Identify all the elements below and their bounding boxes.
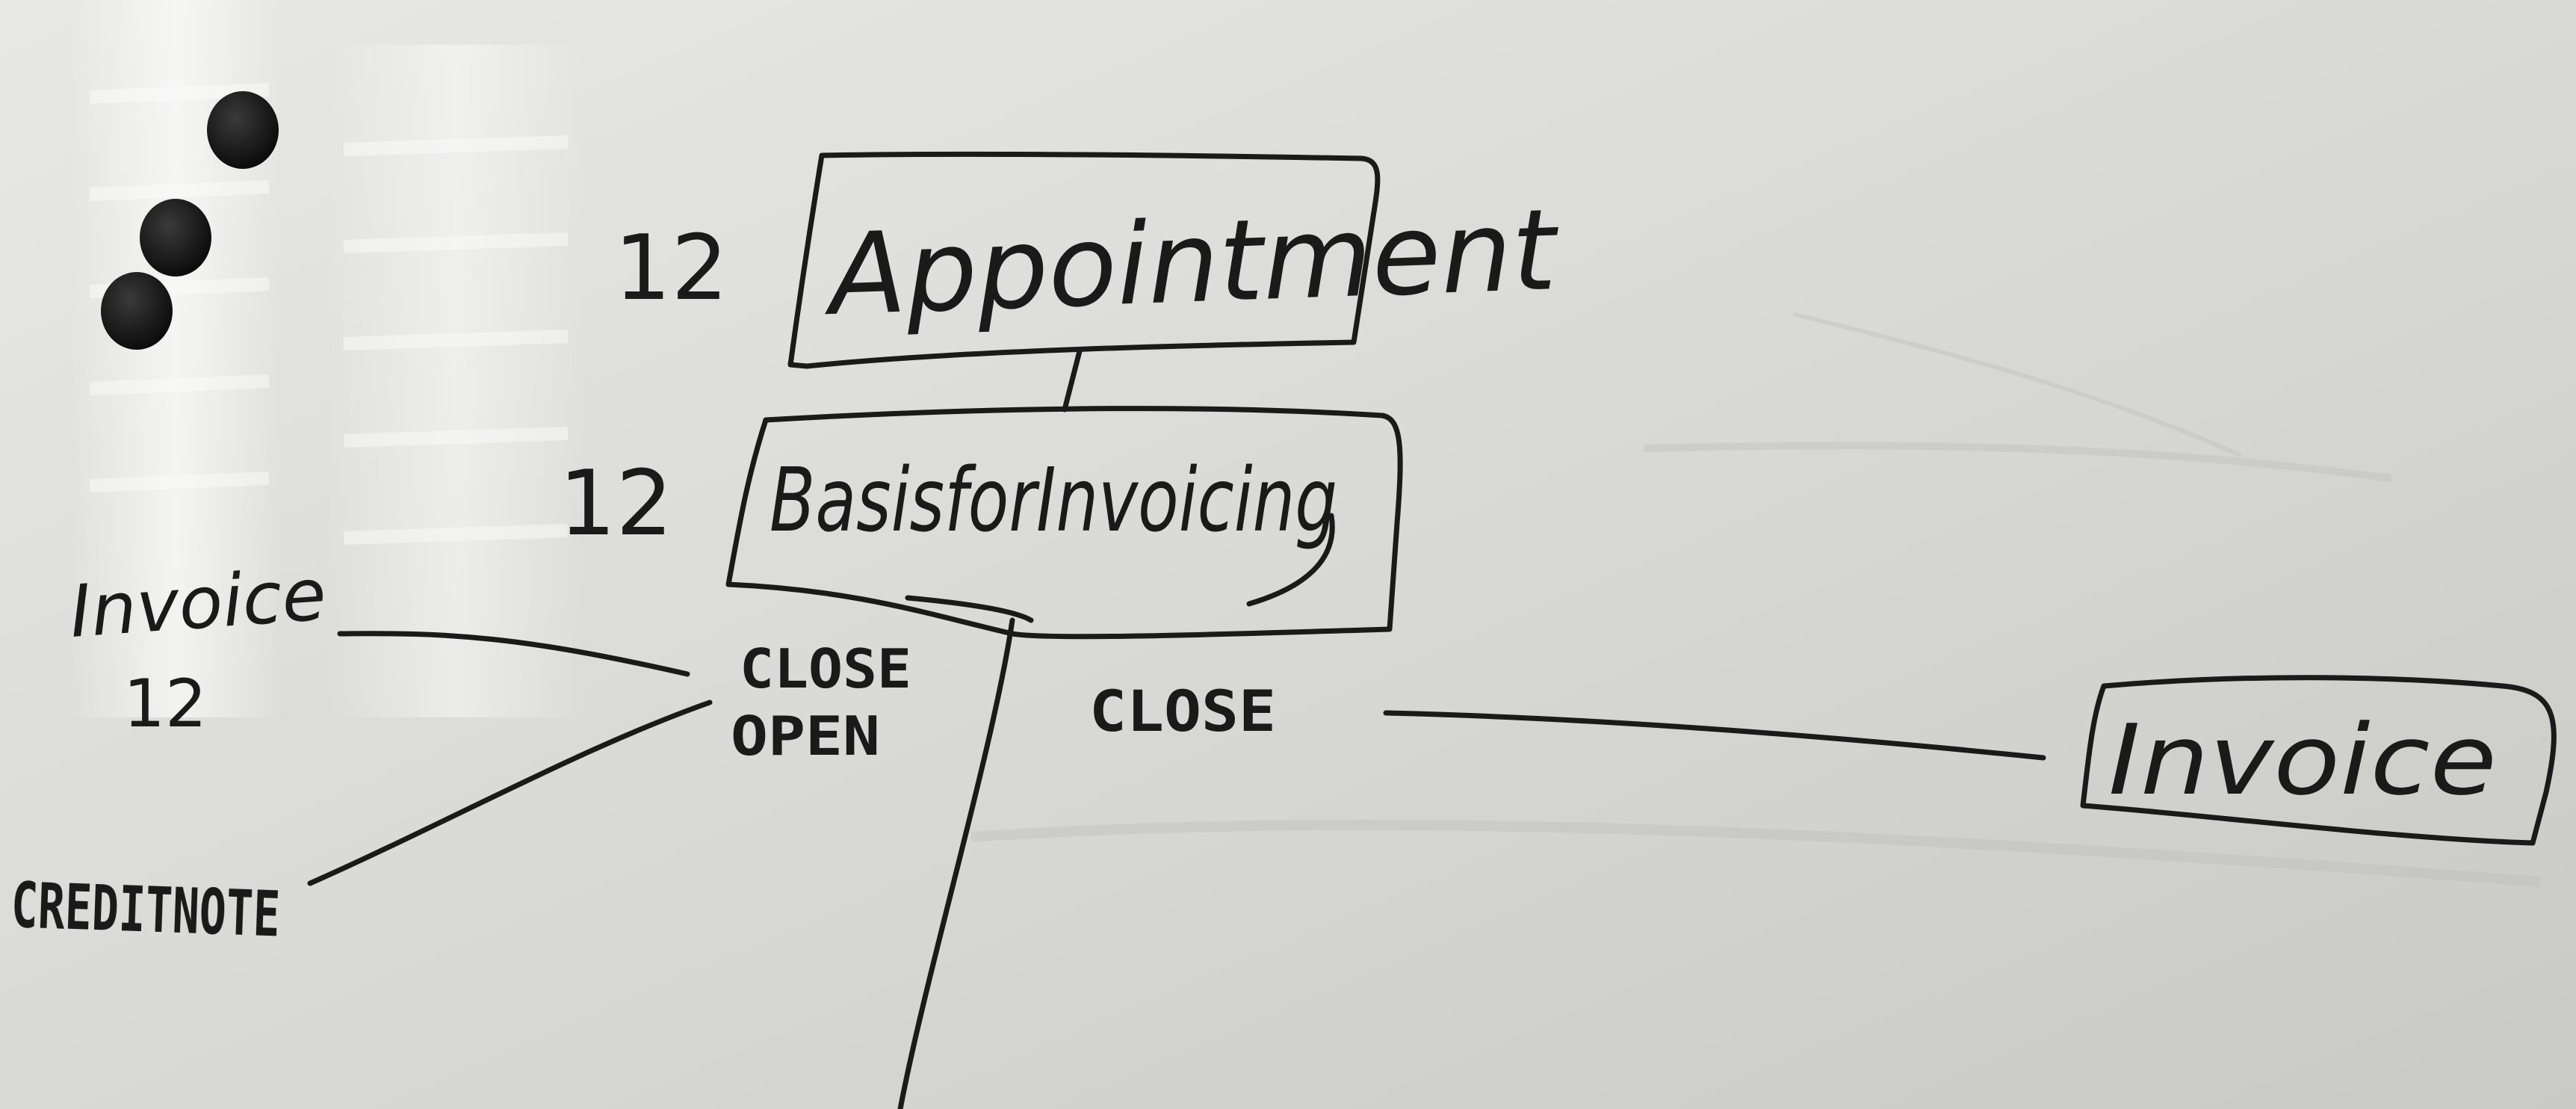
appointment-box — [787, 151, 1381, 369]
basis-box — [725, 406, 1403, 640]
creditnote-label: CREDITNOTE — [10, 868, 281, 951]
invoice-left-label: Invoice — [67, 552, 329, 654]
magnets — [101, 91, 279, 350]
basis-multiplicity: 12 — [559, 452, 673, 556]
creditnote-connector — [307, 699, 713, 886]
invoice-box — [2080, 675, 2557, 846]
invoice-box-title: Invoice — [2108, 703, 2497, 817]
basis-underline — [905, 595, 1034, 623]
open-left-label: OPEN — [731, 705, 880, 767]
magnet-icon — [140, 199, 211, 277]
close-left-label: CLOSE — [740, 637, 911, 700]
appointment-basis-connector — [1062, 348, 1083, 413]
invoice-left-multiplicity: 12 — [123, 665, 207, 742]
basis-hook — [1246, 513, 1335, 607]
magnet-icon — [101, 272, 173, 350]
appointment-title: Appointment — [821, 185, 1561, 341]
close-right-label: CLOSE — [1089, 678, 1276, 744]
invoice-left-connector — [337, 631, 690, 677]
appointment-multiplicity: 12 — [614, 217, 728, 321]
board-smudges — [970, 312, 2541, 887]
vertical-connector — [897, 617, 1015, 1109]
invoice-right-connector — [1383, 710, 2046, 761]
basis-title: BasisforInvoicing — [770, 448, 1337, 552]
magnet-icon — [207, 91, 279, 169]
